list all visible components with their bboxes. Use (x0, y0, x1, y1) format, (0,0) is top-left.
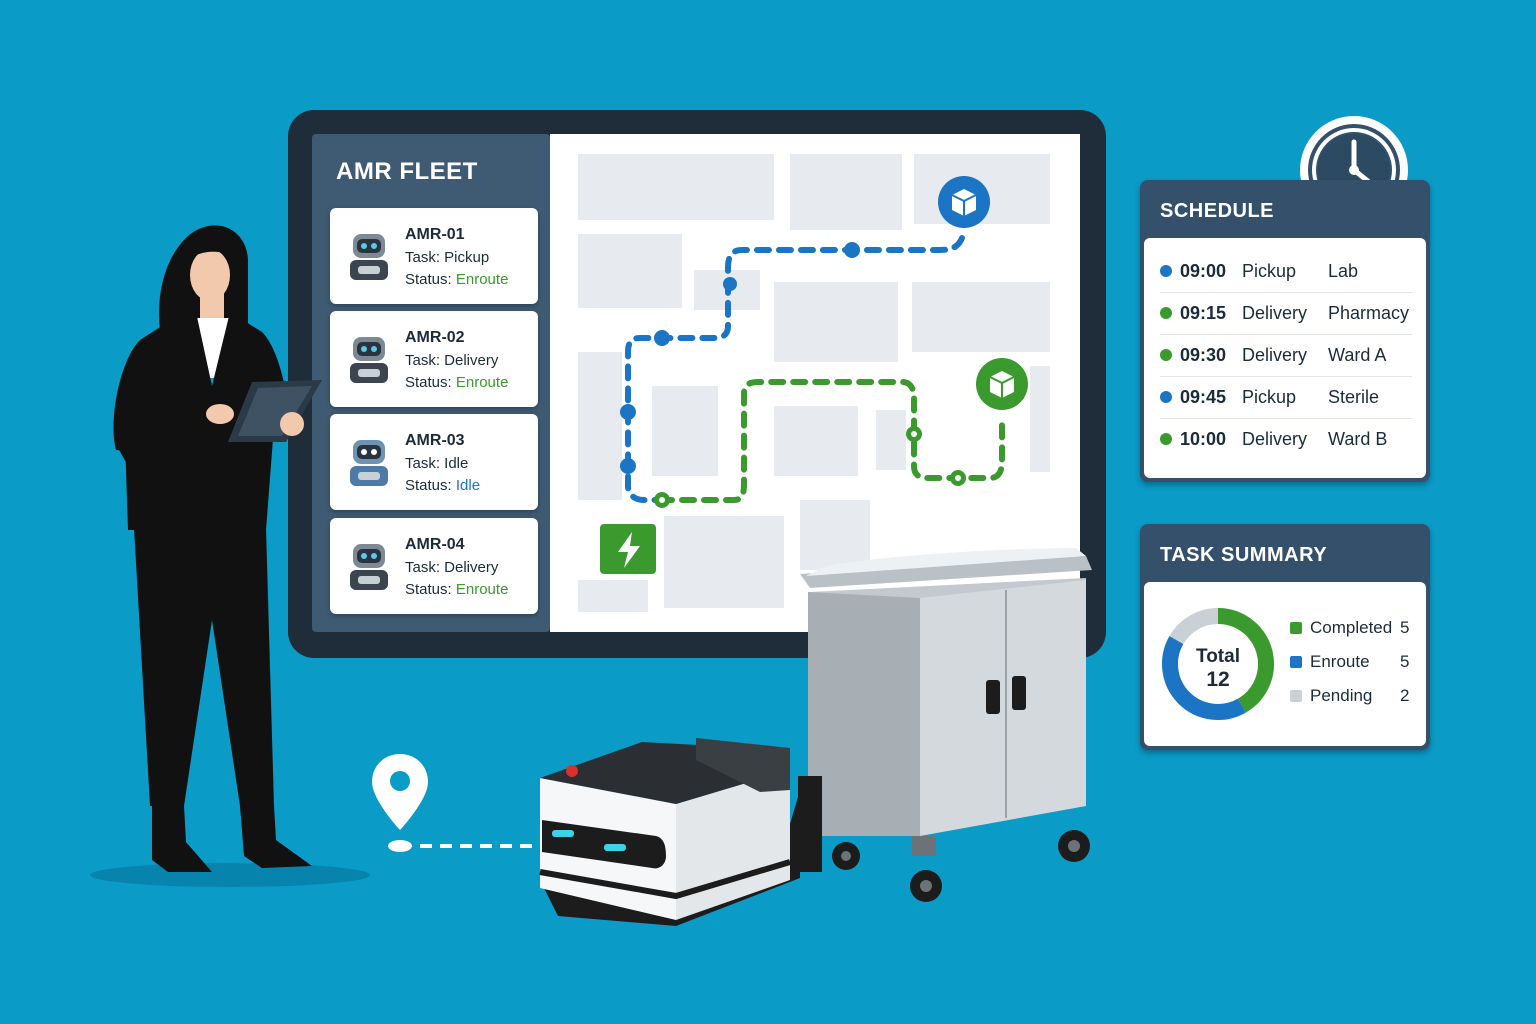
legend-count: 5 (1400, 652, 1410, 671)
schedule-row[interactable]: 09:45 Pickup Sterile (1160, 376, 1412, 419)
amr-card-1[interactable]: AMR-01 Task: Pickup Status: Enroute (330, 208, 538, 304)
legend-item: Completed 5 (1290, 618, 1420, 642)
schedule-dot (1160, 349, 1172, 361)
location-pin-icon (372, 754, 428, 852)
amr-status-value: Enroute (455, 374, 509, 391)
amr-task: Task: Delivery (405, 352, 499, 369)
schedule-time: 09:15 (1180, 303, 1227, 323)
amr-card-3[interactable]: AMR-03 Task: Idle Status: Idle (330, 414, 538, 510)
amr-name: AMR-03 (405, 432, 465, 449)
total-value: 12 (1206, 668, 1230, 691)
schedule-dot (1160, 307, 1172, 319)
amr-name: AMR-02 (405, 329, 465, 346)
amr-card-4[interactable]: AMR-04 Task: Delivery Status: Enroute (330, 518, 538, 614)
charging-station-icon[interactable] (600, 524, 656, 574)
legend-item: Pending 2 (1290, 686, 1420, 710)
schedule-destination: Pharmacy (1328, 303, 1410, 323)
legend-label: Pending (1310, 686, 1373, 705)
amr-name: AMR-01 (405, 226, 465, 243)
route-green (657, 379, 1005, 503)
schedule-row[interactable]: 09:00 Pickup Lab (1160, 250, 1412, 293)
legend-item: Enroute 5 (1290, 652, 1420, 676)
legend-count: 2 (1400, 686, 1410, 705)
legend-count: 5 (1400, 618, 1410, 637)
robot-icon (350, 440, 388, 486)
amr-status: Status: Idle (405, 477, 480, 494)
legend-label: Completed (1310, 618, 1393, 637)
schedule-type: Delivery (1242, 429, 1308, 449)
amr-status-label: Status: (405, 271, 452, 288)
schedule-type: Delivery (1242, 303, 1308, 323)
schedule-time: 09:45 (1180, 387, 1227, 407)
amr-status: Status: Enroute (405, 271, 508, 288)
amr-status-label: Status: (405, 477, 452, 494)
legend-swatch (1290, 622, 1302, 634)
route-blue (625, 235, 965, 503)
robot-icon (350, 337, 388, 383)
task-summary-body: Total 12 Completed 5 Enroute 5 Pending 2 (1144, 582, 1426, 746)
task-summary-title: TASK SUMMARY (1160, 544, 1328, 566)
amr-status-value: Idle (455, 477, 481, 494)
robot-icon (350, 544, 388, 590)
schedule-panel: SCHEDULE 09:00 Pickup Lab 09:15 Delivery… (1140, 180, 1430, 482)
schedule-type: Pickup (1242, 387, 1297, 407)
amr-status-value: Enroute (455, 271, 509, 288)
package-icon[interactable] (976, 358, 1028, 410)
total-label: Total (1196, 646, 1240, 667)
robot-icon (350, 234, 388, 280)
schedule-time: 10:00 (1180, 429, 1227, 449)
schedule-row[interactable]: 10:00 Delivery Ward B (1160, 418, 1412, 460)
amr-status: Status: Enroute (405, 581, 508, 598)
donut-slice-pending (1169, 608, 1219, 645)
schedule-title: SCHEDULE (1160, 200, 1275, 222)
schedule-dot (1160, 265, 1172, 277)
schedule-destination: Sterile (1328, 387, 1380, 407)
donut-slice-enroute (1162, 636, 1246, 720)
legend-label: Enroute (1310, 652, 1370, 671)
schedule-type: Delivery (1242, 345, 1308, 365)
legend-swatch (1290, 690, 1302, 702)
amr-status-value: Enroute (455, 581, 509, 598)
amr-status-label: Status: (405, 581, 452, 598)
amr-task: Task: Delivery (405, 559, 499, 576)
amr-status: Status: Enroute (405, 374, 508, 391)
route-green-waypoints (654, 426, 966, 508)
legend-swatch (1290, 656, 1302, 668)
schedule-destination: Ward A (1328, 345, 1387, 365)
amr-task: Task: Pickup (405, 249, 490, 266)
schedule-type: Pickup (1242, 261, 1297, 281)
schedule-time: 09:00 (1180, 261, 1227, 281)
amr-task: Task: Idle (405, 455, 469, 472)
operator-figure (90, 225, 370, 887)
schedule-time: 09:30 (1180, 345, 1227, 365)
task-donut-chart (1162, 608, 1274, 720)
amr-status-label: Status: (405, 374, 452, 391)
amr-name: AMR-04 (405, 536, 465, 553)
schedule-destination: Ward B (1328, 429, 1388, 449)
fleet-title: AMR FLEET (336, 158, 478, 185)
schedule-destination: Lab (1328, 261, 1359, 281)
amr-card-2[interactable]: AMR-02 Task: Delivery Status: Enroute (330, 311, 538, 407)
schedule-row[interactable]: 09:15 Delivery Pharmacy (1160, 292, 1412, 335)
supply-cart (800, 548, 1092, 902)
task-summary-panel: TASK SUMMARY Total 12 Completed 5 Enrout… (1140, 524, 1430, 750)
schedule-row[interactable]: 09:30 Delivery Ward A (1160, 334, 1412, 377)
schedule-list: 09:00 Pickup Lab 09:15 Delivery Pharmacy… (1144, 238, 1426, 478)
package-icon[interactable] (938, 176, 990, 228)
route-blue-waypoints (620, 242, 860, 474)
amr-robot (539, 738, 822, 926)
schedule-dot (1160, 433, 1172, 445)
donut-slice-completed (1217, 608, 1274, 713)
schedule-dot (1160, 391, 1172, 403)
